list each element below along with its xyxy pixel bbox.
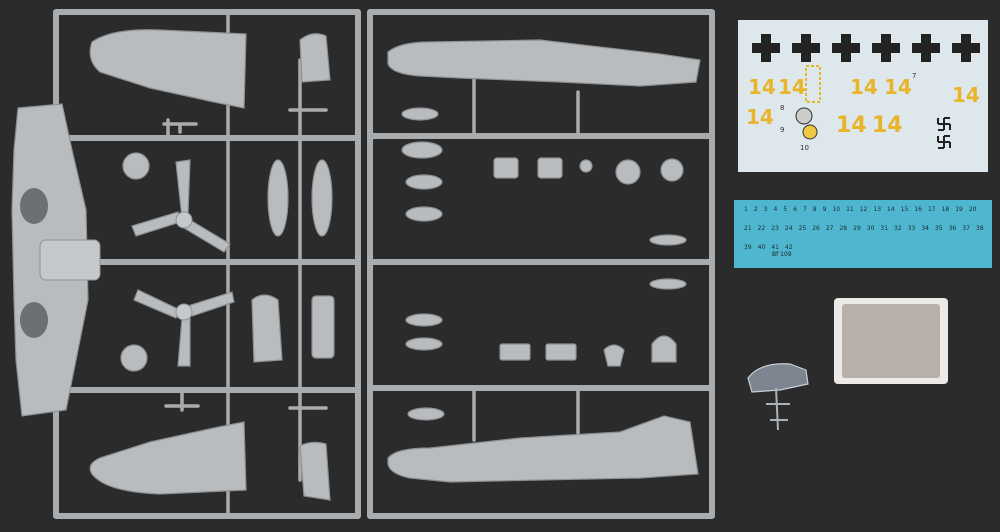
stencil-label: 3: [763, 206, 768, 213]
stencil-label: 21: [744, 225, 752, 232]
decal-number: 14: [778, 75, 806, 99]
stencil-label: 25: [798, 225, 807, 232]
stencil-label: 13: [873, 206, 882, 213]
stencil-label: 8: [812, 206, 817, 213]
emblem-decal: [795, 107, 813, 125]
decal-sheet-large: 14 14 14 14 14 14 14 14 7 8 9 10: [738, 20, 988, 172]
wheel-top: [122, 152, 150, 180]
stencil-label: 40: [757, 244, 766, 251]
stencil-model-label: Bf 109: [772, 251, 792, 258]
stencil-label: 19: [955, 206, 963, 213]
emblem-decal: [802, 124, 818, 140]
stencil-label: 37: [962, 225, 970, 232]
propeller-bottom: [133, 289, 235, 367]
stencil-label: 4: [773, 206, 778, 213]
wheel-bottom: [120, 344, 148, 372]
cross-marking-3: [832, 34, 860, 62]
mask-sheet: [834, 298, 948, 384]
stencil-label: 17: [927, 206, 936, 213]
stencil-label: 33: [907, 225, 916, 232]
stencil-label: 20: [968, 206, 977, 213]
drop-tank-right: [311, 159, 333, 237]
wing-half-bottom: [89, 421, 247, 495]
stencil-label: 6: [793, 206, 797, 213]
stencil-label: 32: [894, 225, 902, 232]
stencil-label: 35: [934, 225, 943, 232]
small-parts-right: [401, 107, 687, 421]
stencil-label: 11: [846, 206, 854, 213]
stencil-label: 12: [859, 206, 868, 213]
cross-marking-6: [952, 34, 980, 62]
swastika-tail-decal: [937, 117, 951, 149]
sprue-right: [367, 9, 715, 519]
stencil-label: 38: [975, 225, 984, 232]
decal-small-mark: 10: [800, 144, 809, 152]
stencil-label: 16: [914, 206, 922, 213]
cross-marking-4: [872, 34, 900, 62]
decal-number: 14: [952, 83, 980, 107]
wing-half-top: [89, 29, 247, 109]
stencil-label: 34: [921, 225, 929, 232]
decal-number: 14: [850, 75, 878, 99]
stencil-label: 36: [948, 225, 957, 232]
drop-tank-left: [267, 159, 289, 237]
stencil-label: 30: [866, 225, 875, 232]
stencil-label: 1: [744, 206, 748, 213]
decal-sheet-small: Bf 109: [734, 200, 992, 268]
stencil-label: 5: [783, 206, 788, 213]
stencil-label: 39: [744, 244, 752, 251]
stencil-label: 29: [853, 225, 861, 232]
stencil-label: 27: [825, 225, 834, 232]
decal-small-mark: 7: [912, 72, 916, 80]
fuselage-half-bottom: [387, 415, 699, 483]
cowl-part: [251, 294, 283, 363]
yellow-stripe-decal: [805, 65, 821, 103]
stencil-label: 14: [887, 206, 895, 213]
small-part-1: [162, 122, 198, 134]
stencil-label: 2: [753, 206, 758, 213]
stencil-label: 9: [822, 206, 827, 213]
stencil-label: 24: [784, 225, 793, 232]
propeller-top: [131, 159, 231, 253]
stencil-label: 28: [839, 225, 848, 232]
intake-part: [311, 295, 335, 359]
decal-number: 14: [884, 75, 912, 99]
stencil-label: 7: [802, 206, 807, 213]
tail-part-top: [299, 33, 331, 83]
decal-number: 14: [836, 113, 867, 138]
stencil-label: 22: [757, 225, 766, 232]
decal-small-mark: 9: [780, 126, 784, 134]
cross-marking-5: [912, 34, 940, 62]
decal-small-mark: 8: [780, 104, 784, 112]
stencil-label: 23: [771, 225, 779, 232]
stencil-label: 10: [832, 206, 841, 213]
cross-marking-1: [752, 34, 780, 62]
clear-canopy-parts: [747, 363, 809, 431]
stencil-label: 31: [880, 225, 889, 232]
stencil-label: 15: [900, 206, 909, 213]
stencil-label: 41: [771, 244, 779, 251]
lower-wing-part: [11, 103, 101, 417]
stencil-label: 26: [812, 225, 820, 232]
decal-number: 14: [748, 75, 776, 99]
decal-number: 14: [746, 105, 774, 129]
stencil-label: 18: [941, 206, 950, 213]
cross-marking-2: [792, 34, 820, 62]
decal-number: 14: [872, 113, 903, 138]
fuselage-half-top: [387, 39, 701, 87]
stencil-label: 42: [784, 244, 793, 251]
tail-part-bottom: [299, 441, 331, 501]
